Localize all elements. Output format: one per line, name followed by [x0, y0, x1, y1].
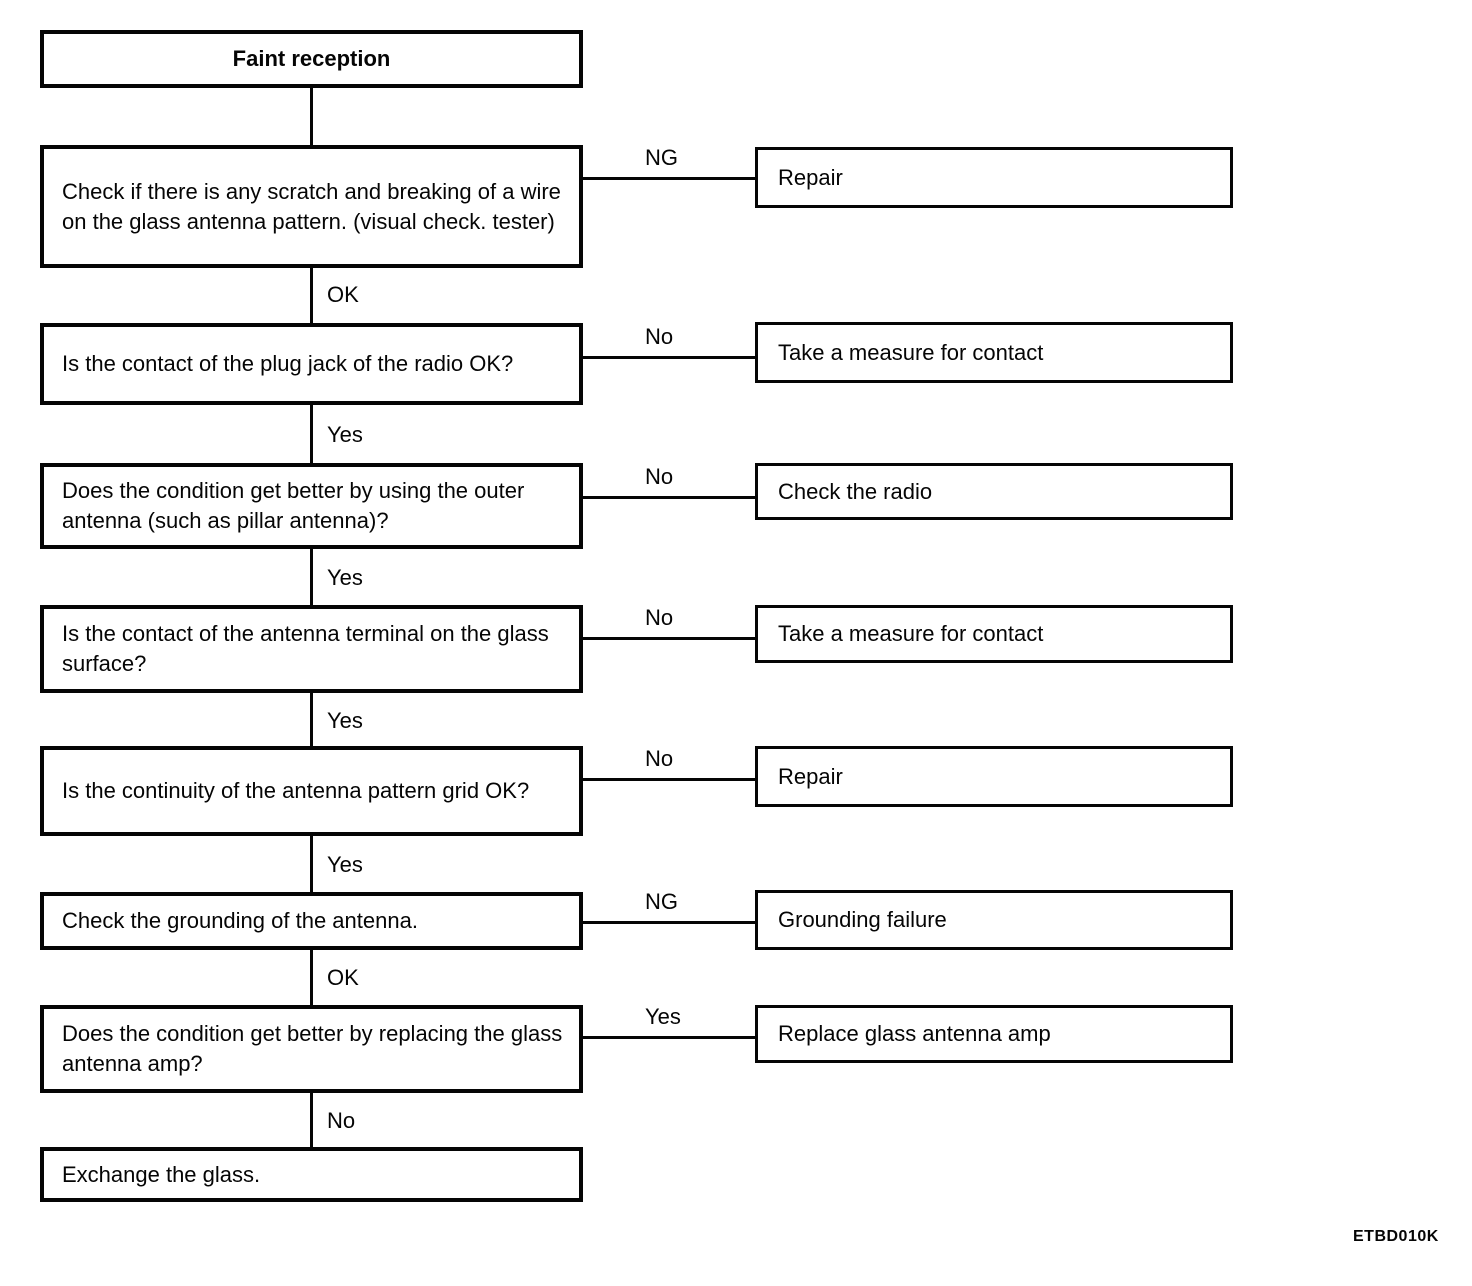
connector-step1-to-step2: [310, 266, 313, 323]
connector-start-to-step1: [310, 88, 313, 145]
result-box-4: Take a measure for contact: [755, 605, 1233, 663]
result-box-7: Replace glass antenna amp: [755, 1005, 1233, 1063]
branch-line-5: [582, 778, 755, 781]
connector-step7-to-end: [310, 1093, 313, 1147]
branch-label-2: No: [645, 324, 674, 349]
continue-label-5: Yes: [327, 852, 363, 877]
question-box-2: Is the contact of the plug jack of the r…: [40, 323, 583, 405]
branch-label-5: No: [645, 746, 674, 771]
result-box-2: Take a measure for contact: [755, 322, 1233, 383]
branch-line-1: [582, 177, 755, 180]
continue-label-4: Yes: [327, 708, 363, 733]
continue-label-2: Yes: [327, 422, 363, 447]
connector-step2-to-step3: [310, 405, 313, 463]
connector-step6-to-step7: [310, 950, 313, 1005]
branch-label-7: Yes: [645, 1004, 681, 1029]
branch-label-3: No: [645, 464, 674, 489]
question-box-1: Check if there is any scratch and breaki…: [40, 145, 583, 268]
question-text-1: Check if there is any scratch and breaki…: [62, 178, 561, 234]
start-box-label: Faint reception: [232, 46, 391, 71]
question-text-7: Does the condition get better by replaci…: [62, 1021, 563, 1076]
continue-label-7: No: [327, 1108, 356, 1133]
continue-label-6: OK: [327, 965, 359, 990]
result-box-6: Grounding failure: [755, 890, 1233, 950]
continue-label-3: Yes: [327, 565, 363, 590]
question-text-2: Is the contact of the plug jack of the r…: [62, 351, 514, 376]
result-text-7: Replace glass antenna amp: [778, 1021, 1051, 1046]
result-text-6: Grounding failure: [778, 907, 947, 932]
result-text-5: Repair: [778, 763, 843, 789]
result-text-3: Check the radio: [778, 478, 933, 504]
question-box-7: Does the condition get better by replaci…: [40, 1005, 583, 1093]
question-text-3: Does the condition get better by using t…: [62, 478, 525, 533]
result-box-5: Repair: [755, 746, 1233, 807]
figure-code: ETBD010K: [1353, 1228, 1439, 1245]
question-text-4: Is the contact of the antenna terminal o…: [62, 621, 549, 676]
result-box-1: Repair: [755, 147, 1233, 208]
branch-label-4: No: [645, 605, 674, 630]
start-box: Faint reception: [40, 30, 583, 88]
question-text-5: Is the continuity of the antenna pattern…: [62, 778, 530, 803]
result-text-4: Take a measure for contact: [778, 621, 1044, 646]
end-box: Exchange the glass.: [40, 1147, 583, 1202]
connector-step3-to-step4: [310, 549, 313, 605]
branch-label-1: NG: [645, 145, 678, 170]
end-box-label: Exchange the glass.: [62, 1161, 261, 1187]
branch-line-3: [582, 496, 755, 499]
question-box-6: Check the grounding of the antenna.: [40, 892, 583, 950]
connector-step5-to-step6: [310, 836, 313, 892]
branch-line-4: [582, 637, 755, 640]
result-text-2: Take a measure for contact: [778, 339, 1044, 365]
question-box-5: Is the continuity of the antenna pattern…: [40, 746, 583, 836]
branch-line-2: [582, 356, 755, 359]
result-text-1: Repair: [778, 164, 843, 190]
question-box-4: Is the contact of the antenna terminal o…: [40, 605, 583, 693]
result-box-3: Check the radio: [755, 463, 1233, 520]
branch-line-7: [582, 1036, 755, 1039]
branch-label-6: NG: [645, 889, 678, 914]
branch-line-6: [582, 921, 755, 924]
question-text-6: Check the grounding of the antenna.: [62, 908, 418, 933]
connector-step4-to-step5: [310, 693, 313, 746]
question-box-3: Does the condition get better by using t…: [40, 463, 583, 549]
continue-label-1: OK: [327, 282, 359, 307]
